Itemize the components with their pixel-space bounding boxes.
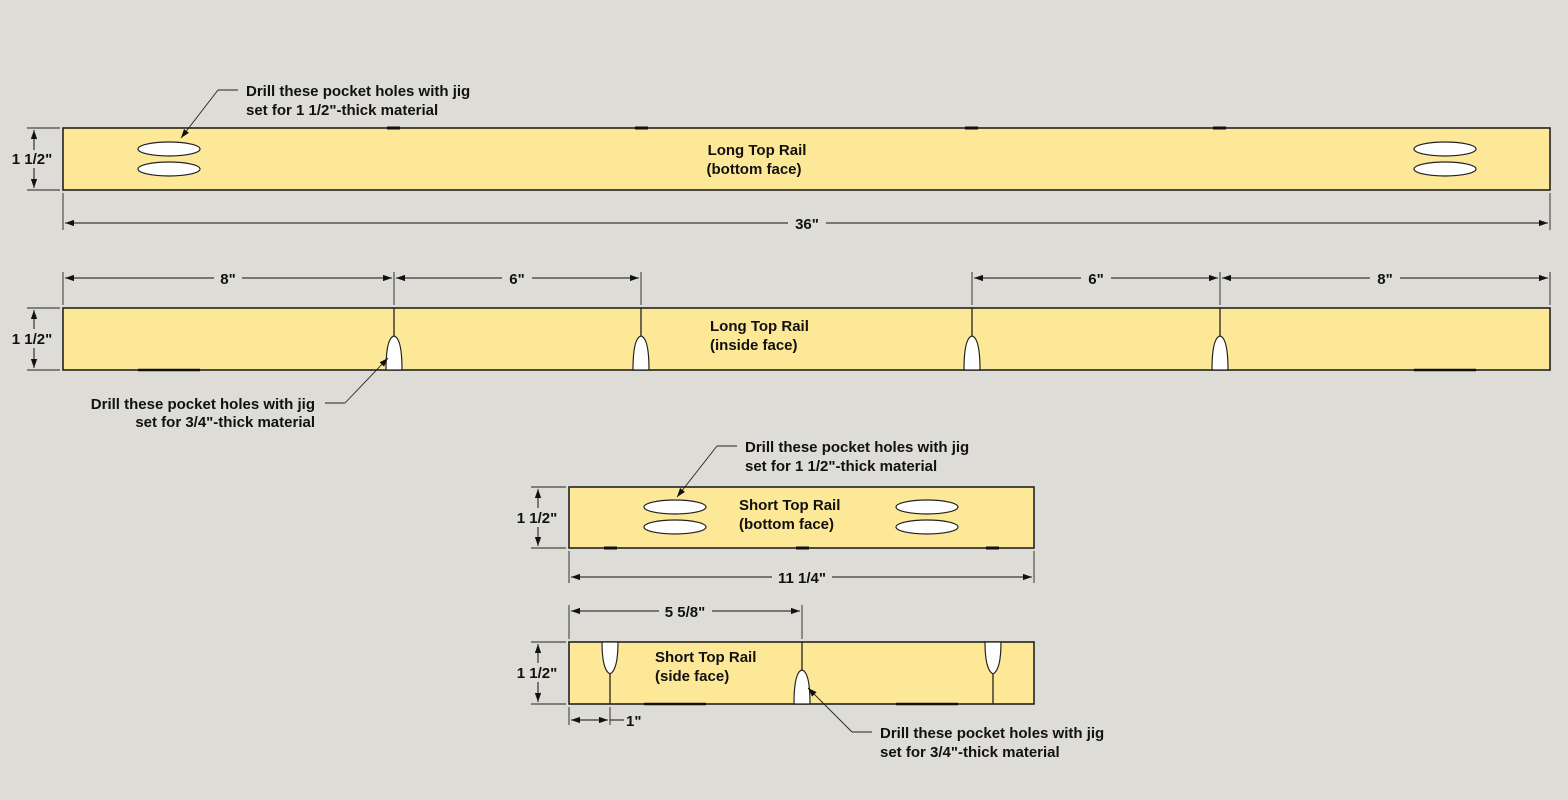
board-face: (bottom face) — [739, 516, 834, 533]
length-dimension: 11 1/4" — [778, 570, 826, 587]
board-face: (side face) — [655, 668, 729, 685]
pocket-note-thin-line2: set for 3/4"-thick material — [880, 744, 1060, 761]
long-rail-bottom-face: Long Top Rail (bottom face) 1 1/2" 36" D… — [12, 83, 1551, 233]
board-face: (inside face) — [710, 337, 798, 354]
pocket-hole — [895, 519, 959, 535]
spacing-dimension: 6" — [1088, 271, 1103, 288]
board-title: Short Top Rail — [655, 649, 756, 666]
offset-dimension: 1" — [626, 713, 641, 730]
center-dimension: 5 5/8" — [665, 604, 705, 621]
height-dimension: 1 1/2" — [12, 331, 52, 348]
pocket-note-thick-line1: Drill these pocket holes with jig — [745, 439, 969, 456]
pocket-slots — [601, 641, 1002, 705]
pocket-note-thin-line1: Drill these pocket holes with jig — [91, 396, 315, 413]
pocket-slots — [385, 308, 1229, 371]
pocket-hole — [895, 499, 959, 515]
pocket-note-thick-line1: Drill these pocket holes with jig — [246, 83, 470, 100]
short-rail-side-face: Short Top Rail (side face) 1 1/2" 5 5/8"… — [517, 604, 1104, 761]
board-title: Long Top Rail — [710, 318, 809, 335]
spacing-dimension: 6" — [509, 271, 524, 288]
pocket-note-thick-line2: set for 1 1/2"-thick material — [745, 458, 937, 475]
pocket-hole — [643, 499, 707, 515]
pocket-hole — [137, 141, 201, 157]
spacing-dimension: 8" — [1377, 271, 1392, 288]
pocket-hole — [1413, 141, 1477, 157]
spacing-dimension: 8" — [220, 271, 235, 288]
height-dimension: 1 1/2" — [517, 665, 557, 682]
length-dimension: 36" — [795, 216, 819, 233]
pocket-hole — [643, 519, 707, 535]
pocket-note-thick-line2: set for 1 1/2"-thick material — [246, 102, 438, 119]
board-title: Long Top Rail — [708, 142, 807, 159]
pocket-note-thin-line2: set for 3/4"-thick material — [135, 414, 315, 431]
pocket-hole — [137, 161, 201, 177]
height-dimension: 1 1/2" — [12, 151, 52, 168]
long-rail-inside-face: Long Top Rail (inside face) 1 1/2" 8" 6"… — [12, 271, 1551, 431]
height-dimension: 1 1/2" — [517, 510, 557, 527]
short-rail-bottom-face: Short Top Rail (bottom face) 1 1/2" 11 1… — [517, 439, 1035, 587]
board-face: (bottom face) — [707, 161, 802, 178]
board-title: Short Top Rail — [739, 497, 840, 514]
long-rail-inside-board — [62, 307, 1551, 371]
long-rail-bottom-board — [62, 127, 1551, 191]
short-rail-bottom-board — [568, 486, 1035, 549]
pocket-hole — [1413, 161, 1477, 177]
pocket-note-thin-line1: Drill these pocket holes with jig — [880, 725, 1104, 742]
